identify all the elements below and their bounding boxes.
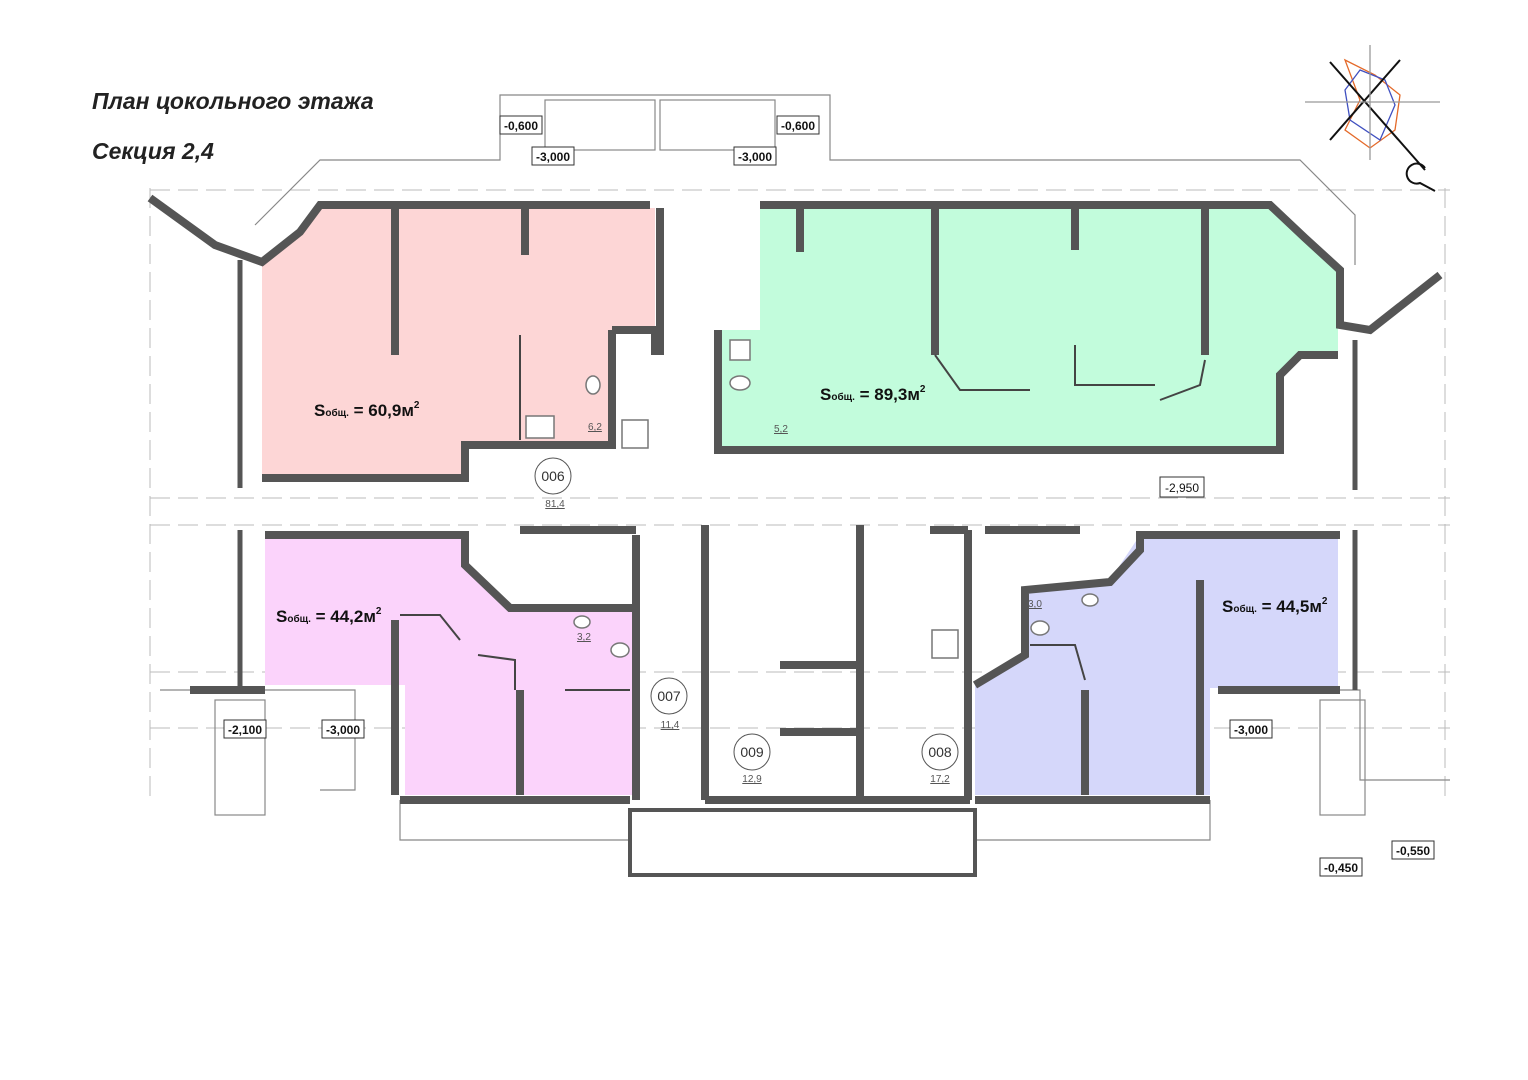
svg-text:-0,450: -0,450: [1324, 861, 1358, 875]
office-3-area: Sобщ. = 44,2м2: [276, 606, 382, 626]
level-marks: -0,600 -0,600 -3,000 -3,000 -2,950 -2,10…: [223, 115, 1435, 877]
svg-text:-0,600: -0,600: [504, 119, 538, 133]
svg-text:-2,950: -2,950: [1165, 481, 1199, 495]
office-3-fill: [265, 535, 632, 795]
svg-text:17,2: 17,2: [930, 774, 950, 785]
svg-text:008: 008: [928, 744, 952, 760]
room-marker-008: 008 17,2: [921, 733, 959, 785]
wc-area-3: 3,2: [577, 632, 591, 643]
svg-text:11,4: 11,4: [661, 720, 680, 731]
svg-text:-3,000: -3,000: [536, 150, 570, 164]
wc-area-1: 6,2: [588, 422, 602, 433]
svg-text:81,4: 81,4: [545, 499, 565, 510]
office-4-fill: [975, 535, 1338, 795]
wc-area-4: 3,0: [1028, 599, 1042, 610]
office-4-area: Sобщ. = 44,5м2: [1222, 596, 1328, 616]
svg-text:-2,100: -2,100: [228, 723, 262, 737]
svg-text:12,9: 12,9: [742, 774, 762, 785]
svg-text:007: 007: [657, 688, 681, 704]
office-2-area: Sобщ. = 89,3м2: [820, 384, 926, 404]
wc-area-2: 5,2: [774, 424, 788, 435]
room-marker-009: 009 12,9: [733, 733, 771, 785]
svg-text:-3,000: -3,000: [326, 723, 360, 737]
room-marker-007: 007 11,4: [650, 677, 688, 731]
svg-text:-3,000: -3,000: [1234, 723, 1268, 737]
office-2-fill: [718, 208, 1338, 448]
office-1-area: Sобщ. = 60,9м2: [314, 400, 420, 420]
plan-title: План цокольного этажа: [92, 88, 374, 114]
svg-text:-3,000: -3,000: [738, 150, 772, 164]
walls: [147, 194, 1443, 804]
svg-text:-0,550: -0,550: [1396, 844, 1430, 858]
north-arrow-icon: [1305, 45, 1440, 192]
svg-text:-0,600: -0,600: [781, 119, 815, 133]
office-1-fill: [262, 208, 655, 475]
svg-text:009: 009: [740, 744, 764, 760]
svg-text:006: 006: [541, 468, 565, 484]
room-marker-006: 006 81,4: [534, 457, 572, 510]
section-label: Секция 2,4: [92, 138, 214, 164]
